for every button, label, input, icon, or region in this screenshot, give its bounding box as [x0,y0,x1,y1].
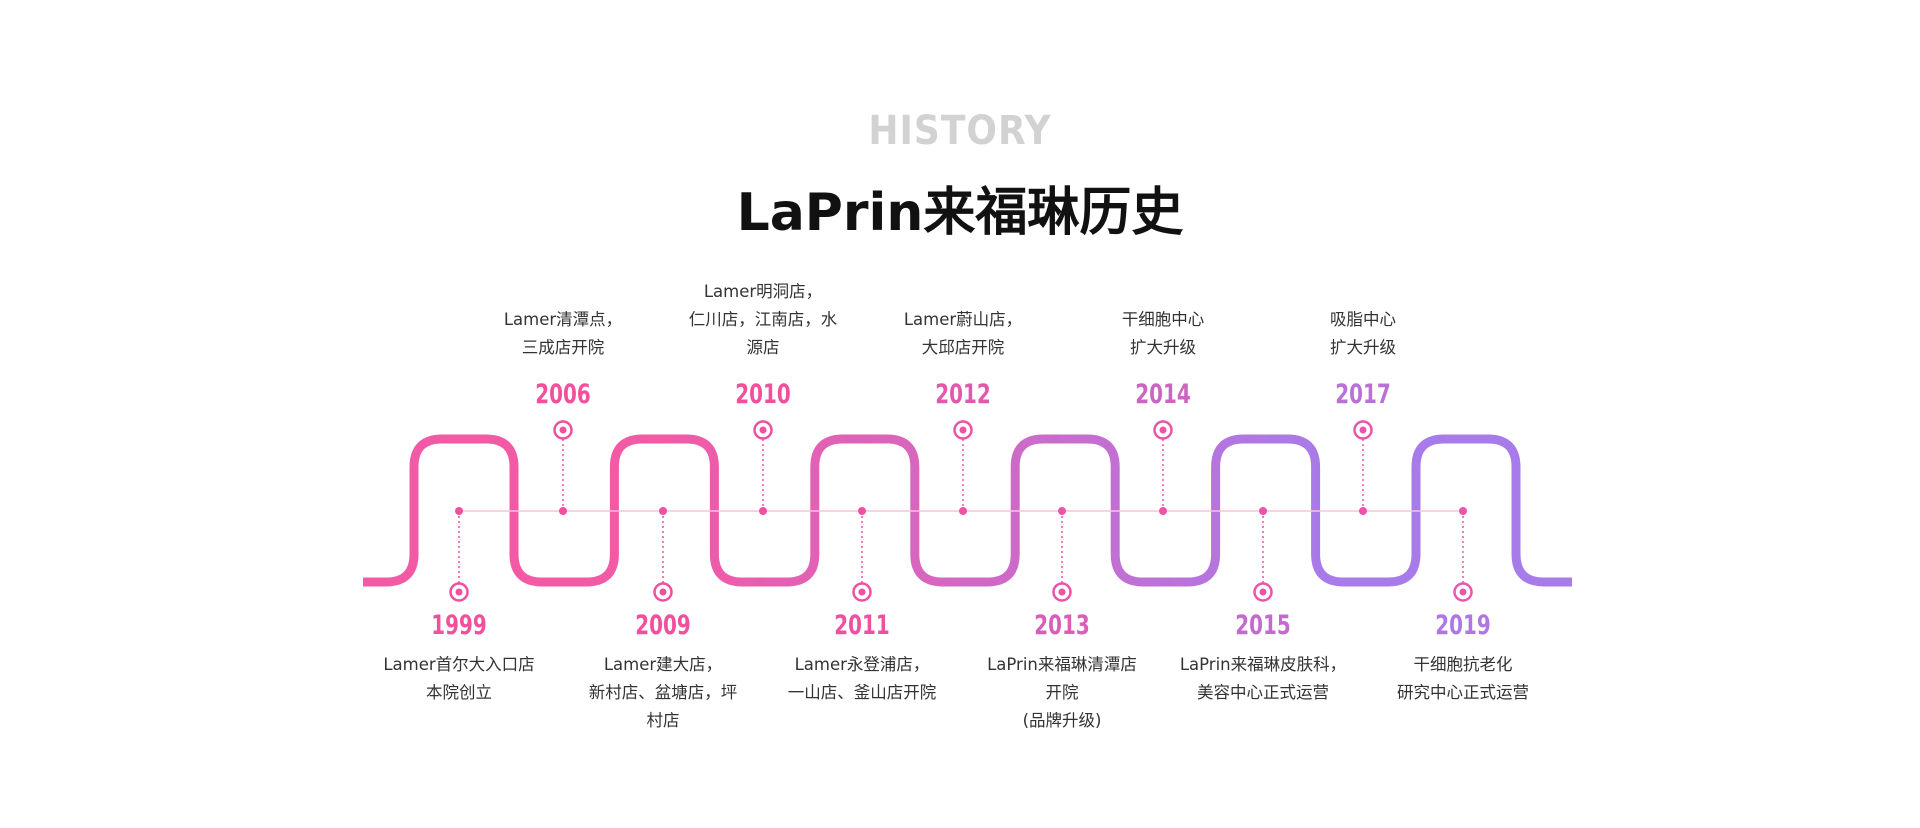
event-description: Lamer清潭点， 三成店开院 [503,310,623,357]
year-label: 2014 [1135,379,1191,410]
year-label: 1999 [431,610,487,641]
timeline-marker-2009 [653,507,673,602]
timeline-marker-2013 [1052,507,1072,602]
year-label: 2009 [635,610,691,641]
section-eyebrow: HISTORY [868,108,1052,154]
event-description: Lamer蔚山店， 大邱店开院 [903,310,1023,357]
event-description: Lamer永登浦店， 一山店、釜山店开院 [787,655,937,702]
year-label: 2010 [735,379,791,410]
event-description: LaPrin来福琳皮肤科， 美容中心正式运营 [1179,655,1347,702]
event-description: 干细胞抗老化 研究中心正式运营 [1397,655,1529,702]
year-label: 2013 [1034,610,1090,641]
year-label: 2019 [1435,610,1491,641]
timeline-marker-1999 [449,507,469,602]
timeline-marker-2010 [753,420,773,515]
timeline-marker-2011 [852,507,872,602]
event-description: LaPrin来福琳清潭店 开院 (品牌升级) [987,655,1137,730]
year-label: 2006 [535,379,591,410]
year-label: 2012 [935,379,991,410]
timeline-marker-2015 [1253,507,1273,602]
timeline-wave [363,434,1572,587]
timeline-marker-2014 [1153,420,1173,515]
year-label: 2017 [1335,379,1391,410]
event-description: 干细胞中心 扩大升级 [1121,310,1205,357]
timeline-marker-2019 [1453,507,1473,602]
year-label: 2015 [1235,610,1291,641]
page-title: LaPrin来福琳历史 [736,183,1184,243]
year-label: 2011 [834,610,890,641]
timeline-marker-2017 [1353,420,1373,515]
timeline-marker-2012 [953,420,973,515]
event-description: Lamer建大店， 新村店、盆塘店，坪 村店 [588,655,738,730]
event-description: 吸脂中心 扩大升级 [1330,310,1396,357]
event-description: Lamer首尔大入口店 本院创立 [383,655,535,702]
timeline-marker-2006 [553,420,573,515]
event-description: Lamer明洞店， 仁川店，江南店，水 源店 [688,282,838,357]
